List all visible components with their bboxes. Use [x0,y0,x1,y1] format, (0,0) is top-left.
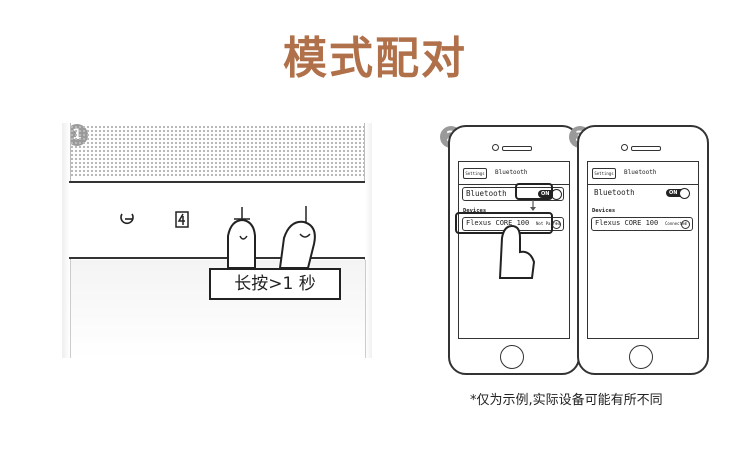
back-button[interactable]: Settings [463,168,487,179]
device-row[interactable]: Flexus CORE 100 Connected › [591,217,693,231]
bluetooth-toggle[interactable]: ON [666,187,690,199]
device-arrow-icon[interactable]: › [681,219,690,229]
bluetooth-label: Bluetooth [466,189,507,198]
finger-left-icon [227,218,256,269]
back-button[interactable]: Settings [592,168,616,179]
device-name: Flexus CORE 100 [466,219,530,227]
speaker-grille [70,125,364,177]
finger-right-icon [278,220,316,269]
toggle-highlight [515,183,553,200]
bluetooth-row[interactable]: Bluetooth ON [462,187,564,201]
device-status: Not Paired [536,221,561,226]
nav-bar: Settings Bluetooth [588,162,698,185]
phone-connected: Settings Bluetooth Bluetooth ON Devices … [577,125,709,375]
phone-earpiece [502,146,532,151]
phone-camera [621,144,628,151]
bluetooth-label: Bluetooth [594,188,635,197]
nav-bar: Settings Bluetooth [459,162,569,185]
long-press-caption: 长按>1 秒 [209,268,341,300]
home-button[interactable] [500,345,524,369]
phone-screen: Settings Bluetooth Bluetooth ON Devices … [587,161,699,339]
speaker-control-band [69,181,365,259]
page-title: 模式配对 [283,33,467,84]
toggle-text: ON [541,190,550,197]
phone-camera [492,144,499,151]
nav-title: Bluetooth [495,169,528,176]
power-icon[interactable] [120,213,134,225]
toggle-knob [679,187,690,199]
home-button[interactable] [629,345,653,369]
devices-label: Devices [592,208,616,214]
phone-earpiece [631,146,661,151]
tap-finger-icon [498,224,536,279]
arrow-head [530,207,536,211]
bluetooth-icon[interactable] [175,211,189,228]
nav-title: Bluetooth [624,169,657,176]
speaker-illustration [62,123,372,358]
footnote: *仅为示例,实际设备可能有所不同 [470,393,663,408]
device-name: Flexus CORE 100 [595,219,659,227]
bluetooth-row[interactable]: Bluetooth ON [591,187,691,199]
toggle-text: ON [669,189,678,196]
devices-label: Devices [463,208,487,214]
device-status: Connected [665,221,687,226]
